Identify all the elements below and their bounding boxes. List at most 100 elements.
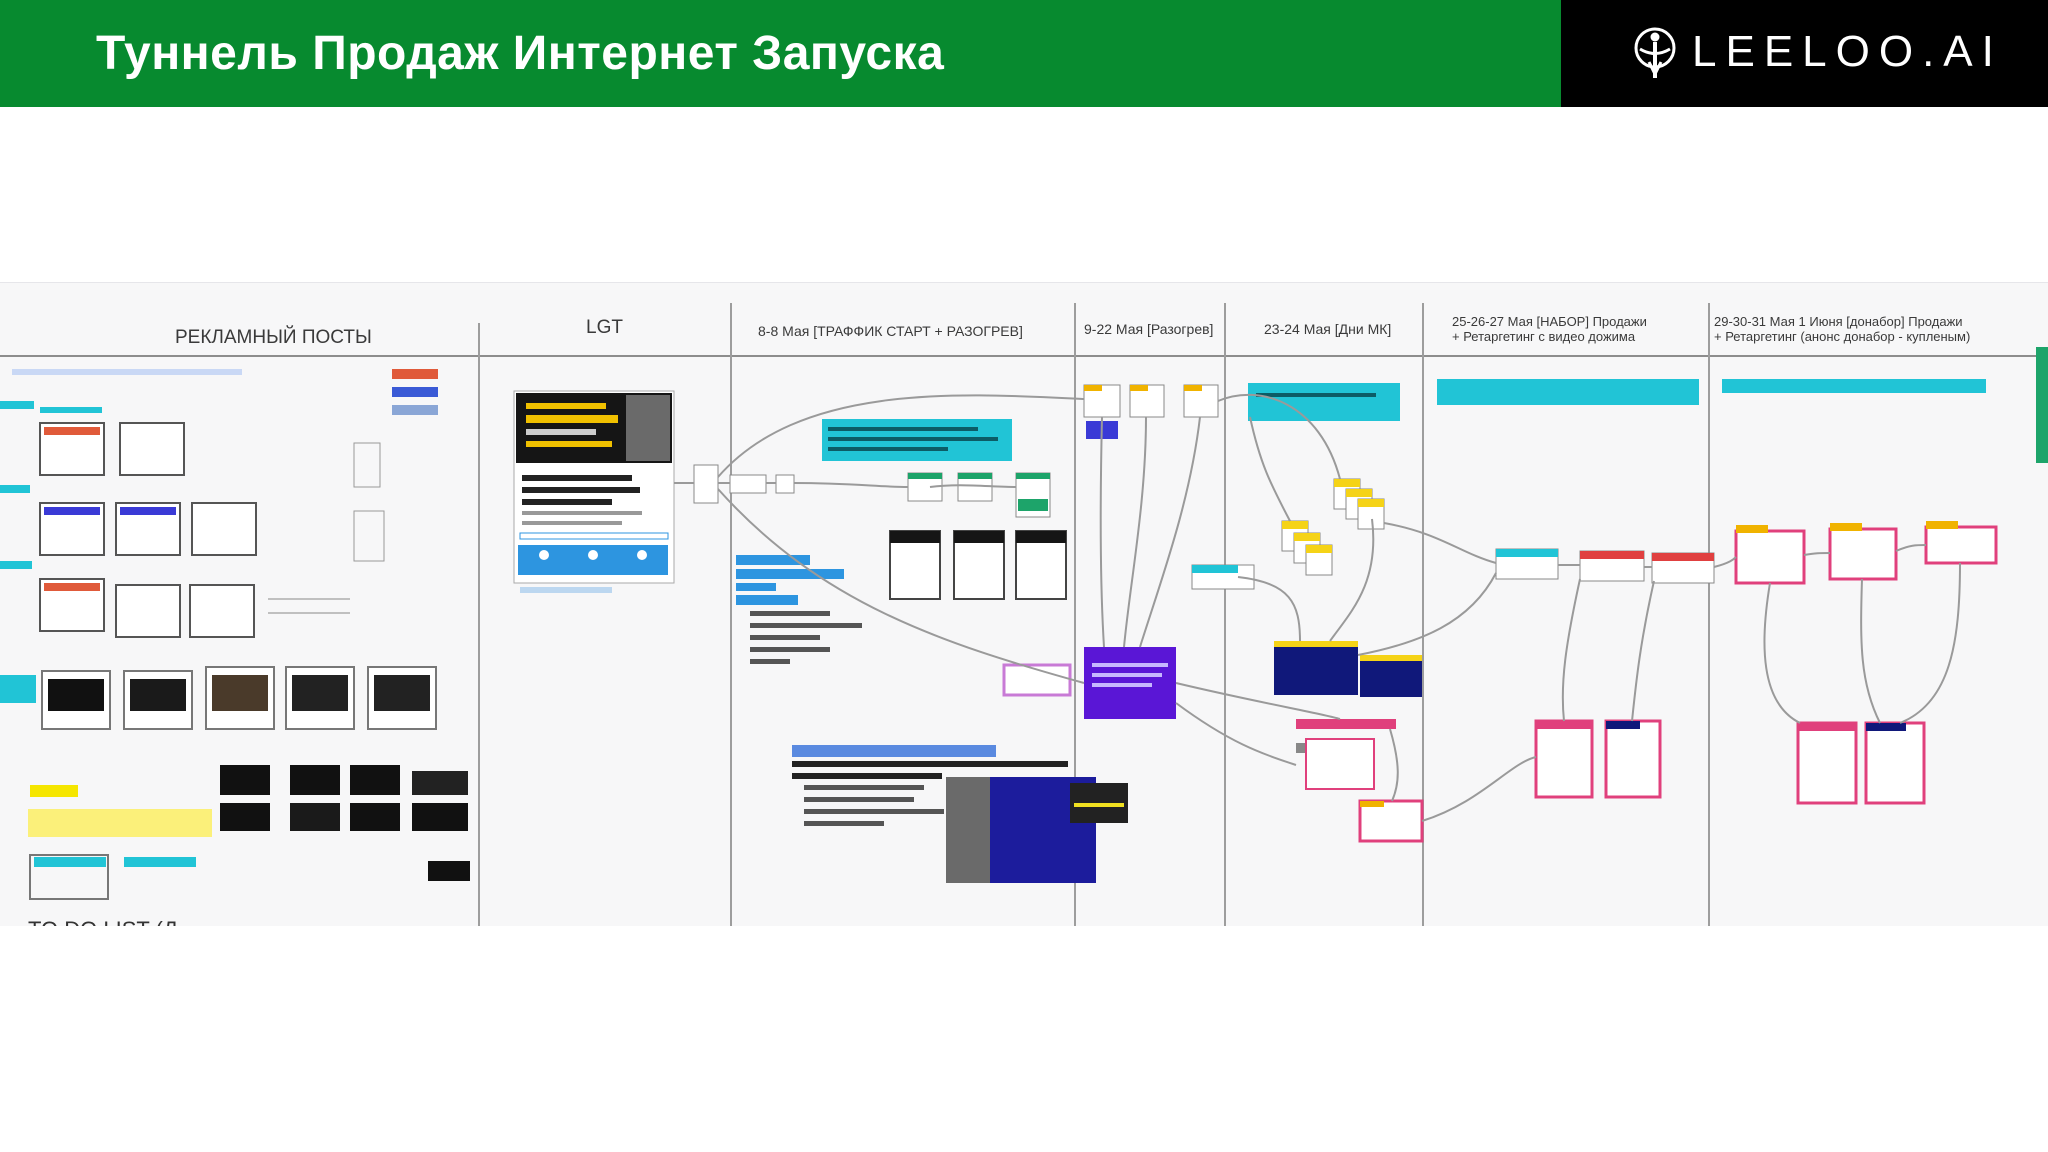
lgt-landing-card-shape-11: [522, 521, 622, 525]
mk-days-cluster-shape-13: [1306, 545, 1332, 553]
ad-posts-cluster-shape-11: [119, 422, 185, 476]
mk-days-cluster-shape-0: [1248, 383, 1400, 421]
connector-lines-shape-23: [1561, 578, 1581, 722]
traffic-start-cluster-shape-11: [750, 611, 830, 616]
ad-posts-cluster-shape-8: [392, 405, 438, 415]
ad-posts-cluster-shape-7: [392, 387, 438, 397]
ad-posts-cluster-shape-45: [34, 857, 106, 867]
traffic-start-cluster-shape-9: [736, 583, 776, 591]
ad-posts-cluster-shape-37: [220, 803, 270, 831]
traffic-start-cluster-shape-24: [890, 531, 940, 543]
column-title-sales-line1: 25-26-27 Мая [НАБОР] Продажи: [1452, 314, 1647, 329]
ad-posts-cluster-shape-38: [290, 803, 340, 831]
traffic-start-cluster-shape-38: [946, 777, 990, 883]
traffic-start-cluster-shape-1: [729, 474, 767, 494]
traffic-start-cluster-shape-29: [1002, 663, 1072, 697]
mk-days-cluster-shape-7: [1358, 499, 1384, 507]
mk-days-cluster-shape-11: [1294, 533, 1320, 541]
traffic-start-cluster-shape-19: [958, 473, 992, 479]
lgt-landing-card-shape-3: [526, 403, 606, 409]
mk-days-cluster-shape-17: [1360, 655, 1422, 661]
traffic-start-cluster-shape-33: [804, 785, 924, 790]
column-title-lgt: LGT: [586, 317, 623, 338]
traffic-start-cluster-shape-15: [750, 659, 790, 664]
lgt-landing-card-shape-15: [588, 550, 598, 560]
connector-lines-shape-16: [1713, 556, 1737, 568]
ad-posts-cluster-shape-19: [115, 584, 181, 638]
post-sale-cluster-shape-2: [1736, 525, 1768, 533]
sales-cluster-shape-4: [1580, 551, 1644, 559]
lgt-landing-card-shape-17: [520, 567, 566, 575]
mk-days-cluster-shape-16: [1360, 655, 1422, 697]
warmup-cluster-shape-9: [1092, 673, 1162, 677]
post-sale-cluster: [1722, 347, 2048, 805]
lgt-landing-card-shape-14: [539, 550, 549, 560]
todo-list-label: TO DO LIST (Д...: [28, 917, 196, 926]
connector-lines-shape-5: [929, 484, 1017, 488]
lgt-landing-card-shape-12: [519, 532, 669, 540]
connector-lines: [674, 393, 1961, 822]
traffic-start-cluster-shape-32: [792, 773, 942, 779]
traffic-start-cluster-shape-35: [804, 809, 944, 814]
lgt-landing-card-shape-2: [626, 395, 670, 461]
connector-lines-shape-29: [1175, 702, 1297, 766]
traffic-start-cluster-shape-28: [1016, 531, 1066, 543]
ad-posts-cluster-shape-24: [48, 679, 104, 711]
warmup-cluster-shape-12: [1192, 565, 1238, 573]
lgt-landing-card-shape-10: [522, 511, 642, 515]
traffic-start-cluster-shape-8: [736, 569, 844, 579]
connector-lines-shape-9: [1139, 416, 1201, 648]
traffic-start-cluster-shape-13: [750, 635, 820, 640]
traffic-start-cluster-shape-34: [804, 797, 914, 802]
column-title-sales: 25-26-27 Мая [НАБОР] Продажи + Ретаргети…: [1452, 314, 1647, 345]
ad-posts-cluster-shape-5: [0, 675, 36, 703]
ad-posts-cluster-shape-16: [191, 502, 257, 556]
ad-posts-cluster-shape-35: [350, 765, 400, 795]
column-title-post-sale-line2: + Ретаргетинг (анонс донабор - купленым): [1714, 328, 1971, 344]
mk-days-cluster-shape-3: [1334, 479, 1360, 487]
ad-posts-cluster-shape-20: [189, 584, 255, 638]
ad-posts-cluster-shape-13: [44, 507, 100, 515]
ad-posts-cluster-shape-10: [44, 427, 100, 435]
traffic-start-cluster-shape-6: [828, 447, 948, 451]
ad-posts-cluster-shape-34: [290, 765, 340, 795]
connector-lines-shape-3: [717, 394, 1085, 478]
traffic-start-cluster-shape-7: [736, 555, 810, 565]
connector-lines-shape-18: [1895, 544, 1927, 552]
lgt-landing-card-shape-6: [526, 441, 612, 447]
ad-posts-cluster-shape-40: [412, 803, 468, 831]
ad-posts-cluster-shape-43: [28, 809, 212, 837]
connector-lines-shape-6: [793, 482, 909, 488]
connector-lines-shape-12: [1329, 518, 1375, 642]
lgt-landing-card-shape-8: [522, 487, 640, 493]
funnel-canvas: [0, 303, 2048, 926]
ad-posts-cluster-shape-42: [30, 785, 78, 797]
connector-lines-shape-21: [1421, 756, 1537, 822]
traffic-start-cluster-shape-36: [804, 821, 884, 826]
warmup-cluster-shape-3: [1130, 385, 1148, 391]
mk-days-cluster-shape-9: [1282, 521, 1308, 529]
sales-cluster-shape-2: [1496, 549, 1558, 557]
connector-lines-shape-8: [1123, 416, 1147, 648]
ad-posts-cluster-shape-15: [120, 507, 176, 515]
connector-lines-shape-20: [1389, 728, 1399, 802]
ad-posts-cluster-shape-32: [374, 675, 430, 711]
post-sale-cluster-shape-11: [2036, 347, 2048, 463]
column-title-mk-days: 23-24 Мая [Дни МК]: [1264, 321, 1392, 337]
warmup-cluster-shape-1: [1084, 385, 1102, 391]
mk-days-cluster-shape-14: [1274, 641, 1358, 695]
warmup-cluster-shape-10: [1092, 683, 1152, 687]
ad-posts-cluster-shape-30: [292, 675, 348, 711]
warmup-cluster-shape-8: [1092, 663, 1168, 667]
traffic-start-cluster-shape-5: [828, 437, 998, 441]
sales-cluster-shape-6: [1652, 553, 1714, 561]
ad-posts-cluster: [0, 369, 470, 900]
lgt-landing-card-shape-4: [526, 415, 618, 423]
warmup-cluster-shape-5: [1184, 385, 1202, 391]
ad-posts-cluster-shape-28: [212, 675, 268, 711]
sales-cluster-shape-10: [1606, 721, 1640, 729]
leeloo-logo-icon: [1634, 27, 1676, 78]
traffic-start-cluster-shape-2: [775, 474, 795, 494]
sales-cluster-shape-8: [1536, 721, 1592, 729]
sales-cluster-shape-9: [1604, 719, 1662, 799]
